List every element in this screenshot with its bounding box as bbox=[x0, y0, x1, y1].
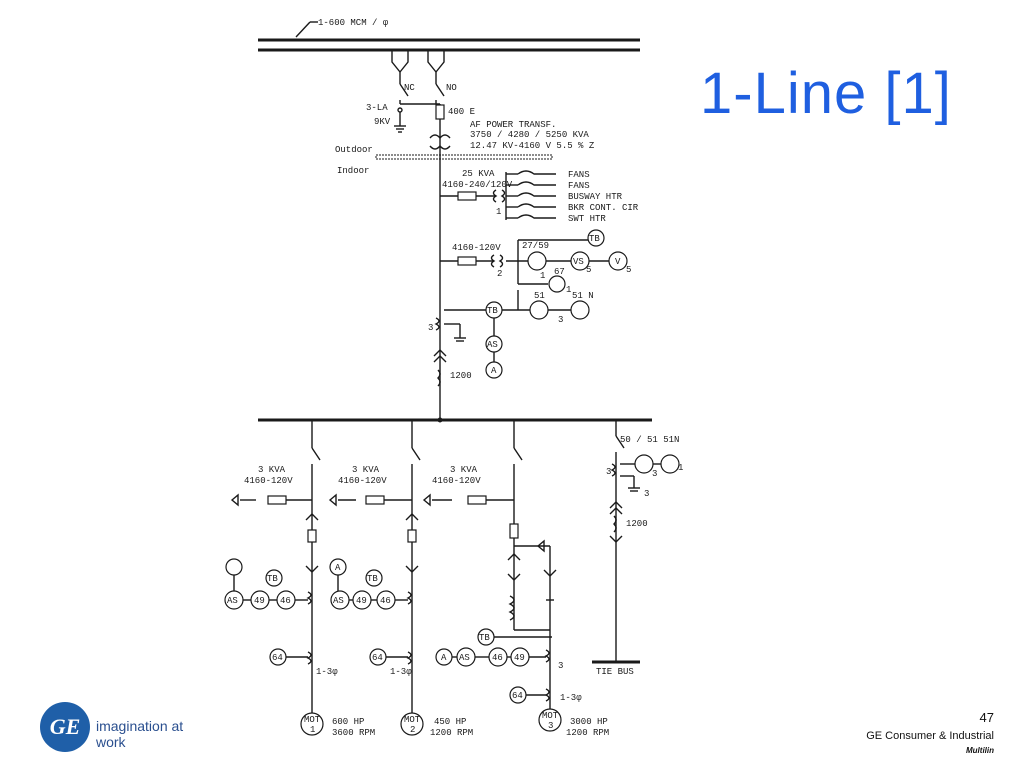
vs-label: VS bbox=[573, 257, 584, 267]
relay-67: 67 bbox=[554, 267, 565, 277]
feeder-2-mot: MOT bbox=[404, 715, 421, 725]
feeder-1: 3 KVA 4160-120V A AS 49 46 TB 64 1-3φ MO… bbox=[224, 420, 375, 738]
tie-1200: 1200 bbox=[626, 519, 648, 529]
tie-bus-label: TIE BUS bbox=[596, 667, 634, 677]
tb-top: TB bbox=[589, 234, 600, 244]
feeder-3-13: 1-3φ bbox=[560, 693, 582, 703]
ct-1200-main: 1200 bbox=[450, 371, 472, 381]
feeder-3-a: A bbox=[441, 653, 447, 663]
slide-title: 1-Line [1] bbox=[700, 61, 952, 126]
feeder-1-64: 64 bbox=[272, 653, 283, 663]
feeder-2-as: AS bbox=[333, 596, 344, 606]
tie-relay: 50 / 51 51N bbox=[620, 435, 679, 445]
xfmr-line2: 3750 / 4280 / 5250 KVA bbox=[470, 130, 589, 140]
feed-label: 1-600 MCM / φ bbox=[318, 18, 389, 28]
feeder-1-kva: 3 KVA bbox=[258, 465, 286, 475]
feeder-1-tb: TB bbox=[267, 574, 278, 584]
feeder-1-13: 1-3φ bbox=[316, 667, 338, 677]
feeder-2-rpm: 1200 RPM bbox=[430, 728, 473, 738]
brand-name: Multilin bbox=[966, 746, 994, 755]
feeder-2-num: 2 bbox=[410, 725, 415, 735]
n1-a: 1 bbox=[540, 271, 545, 281]
pt-v: 4160-120V bbox=[452, 243, 501, 253]
tie-n3: 3 bbox=[652, 469, 657, 479]
feeder-2: 3 KVA 4160-120V A AS 49 46 TB 64 1-3φ MO… bbox=[328, 420, 473, 738]
load-1: FANS bbox=[568, 181, 590, 191]
la-label: 3-LA bbox=[366, 103, 388, 113]
feeder-1-46: 46 bbox=[280, 596, 291, 606]
feeder-2-v: 4160-120V bbox=[338, 476, 387, 486]
feeder-1-num: 1 bbox=[310, 725, 315, 735]
feeder-2-49: 49 bbox=[356, 596, 367, 606]
relay-51: 51 bbox=[534, 291, 545, 301]
load-3: BKR CONT. CIR bbox=[568, 203, 639, 213]
feeder-3-kva: 3 KVA bbox=[450, 465, 478, 475]
feeder-3: 3 KVA 4160-120V TB A AS 46 49 3 64 bbox=[422, 420, 609, 738]
tie-n1: 1 bbox=[678, 463, 683, 473]
feeder-3-46: 46 bbox=[492, 653, 503, 663]
feeder-2-tb: TB bbox=[367, 574, 378, 584]
n5-a: 5 bbox=[586, 265, 591, 275]
relay-51n: 51 N bbox=[572, 291, 594, 301]
feeder-1-hp: 600 HP bbox=[332, 717, 364, 727]
feeder-1-mot: MOT bbox=[304, 715, 321, 725]
outdoor-label: Outdoor bbox=[335, 145, 373, 155]
feeder-3-hp: 3000 HP bbox=[570, 717, 608, 727]
aux-one: 1 bbox=[496, 207, 501, 217]
feeder-2-64: 64 bbox=[372, 653, 383, 663]
load-4: SWT HTR bbox=[568, 214, 606, 224]
tb-mid: TB bbox=[487, 306, 498, 316]
tie-n3c: 3 bbox=[644, 489, 649, 499]
feeder-3-64: 64 bbox=[512, 691, 523, 701]
xfmr-line3: 12.47 KV-4160 V 5.5 % Z bbox=[470, 141, 595, 151]
company-name: GE Consumer & Industrial bbox=[866, 730, 994, 742]
feeder-3-49: 49 bbox=[514, 653, 525, 663]
feeder-1-rpm: 3600 RPM bbox=[332, 728, 375, 738]
feeder-1-49: 49 bbox=[254, 596, 265, 606]
as-main: AS bbox=[487, 340, 498, 350]
page-number: 47 bbox=[979, 710, 994, 725]
indoor-label: Indoor bbox=[337, 166, 369, 176]
n3-ct: 3 bbox=[428, 323, 433, 333]
feeder-2-hp: 450 HP bbox=[434, 717, 466, 727]
pt-two: 2 bbox=[497, 269, 502, 279]
feeder-3-mot: MOT bbox=[542, 711, 559, 721]
tagline: imagination at work bbox=[96, 718, 184, 750]
la-kv-label: 9KV bbox=[374, 117, 391, 127]
feeder-3-n3: 3 bbox=[558, 661, 563, 671]
fuse-label: 400 E bbox=[448, 107, 475, 117]
nc-label: NC bbox=[404, 83, 415, 93]
n1-b: 1 bbox=[566, 285, 571, 295]
n3-51: 3 bbox=[558, 315, 563, 325]
no-label: NO bbox=[446, 83, 457, 93]
feeder-2-13: 1-3φ bbox=[390, 667, 412, 677]
ge-monogram-icon: GE bbox=[40, 702, 90, 752]
n5-b: 5 bbox=[626, 265, 631, 275]
a-main: A bbox=[491, 366, 497, 376]
aux-v: 4160-240/120V bbox=[442, 180, 513, 190]
ge-logo: GE imagination at work bbox=[40, 702, 210, 760]
feeder-3-v: 4160-120V bbox=[432, 476, 481, 486]
relay-2759: 27/59 bbox=[522, 241, 549, 251]
tie-feeder: 50 / 51 51N 3 1 3 3 1200 TIE BUS bbox=[592, 420, 683, 677]
feeder-3-num: 3 bbox=[548, 721, 553, 731]
feeder-3-rpm: 1200 RPM bbox=[566, 728, 609, 738]
feeder-1-v: 4160-120V bbox=[244, 476, 293, 486]
xfmr-line1: AF POWER TRANSF. bbox=[470, 120, 556, 130]
feeder-3-as: AS bbox=[459, 653, 470, 663]
feeder-2-kva: 3 KVA bbox=[352, 465, 380, 475]
load-list: FANS FANS BUSWAY HTR BKR CONT. CIR SWT H… bbox=[506, 170, 639, 224]
tie-n3b: 3 bbox=[606, 467, 611, 477]
feeder-3-tb: TB bbox=[479, 633, 490, 643]
load-2: BUSWAY HTR bbox=[568, 192, 623, 202]
load-0: FANS bbox=[568, 170, 590, 180]
feeder-1-as: AS bbox=[227, 596, 238, 606]
v-label: V bbox=[615, 257, 621, 267]
feeder-2-46: 46 bbox=[380, 596, 391, 606]
feeder-2-a: A bbox=[335, 563, 341, 573]
aux-kva: 25 KVA bbox=[462, 169, 495, 179]
